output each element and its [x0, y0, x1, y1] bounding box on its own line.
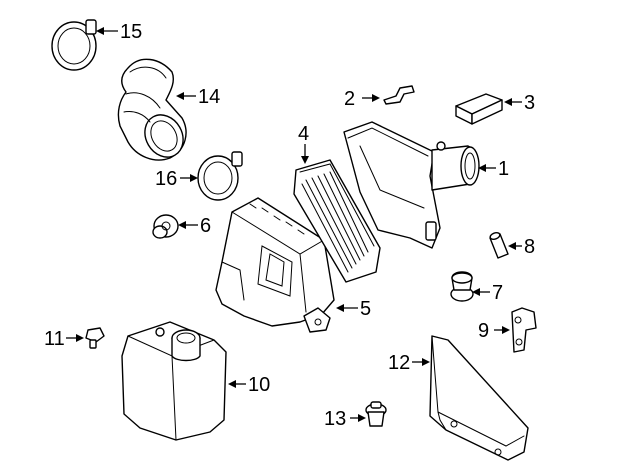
callout-1-label: 1 — [498, 158, 509, 180]
callout-7: 7 — [472, 282, 503, 304]
callout-10: 10 — [228, 374, 270, 396]
callout-1: 1 — [478, 158, 509, 180]
part-8-plug[interactable] — [489, 231, 509, 259]
callout-2: 2 — [344, 88, 380, 110]
part-2-bracket[interactable] — [383, 85, 415, 105]
part-6-grommet[interactable] — [152, 214, 179, 239]
callout-2-label: 2 — [344, 88, 355, 110]
callout-16: 16 — [155, 168, 198, 190]
callout-16-label: 16 — [155, 168, 177, 190]
part-10-resonator[interactable] — [121, 321, 227, 441]
callout-10-label: 10 — [248, 374, 270, 396]
part-16-hose-clamp[interactable] — [197, 151, 243, 201]
callout-14: 14 — [176, 86, 220, 108]
part-11-push-clip[interactable] — [85, 327, 105, 349]
part-3-block[interactable] — [455, 93, 503, 125]
callout-12-label: 12 — [388, 352, 410, 374]
part-14-intake-duct[interactable] — [117, 58, 190, 164]
callout-13: 13 — [324, 408, 366, 430]
part-1-upper-cover[interactable] — [343, 121, 480, 249]
part-12-air-guide[interactable] — [429, 335, 529, 461]
part-13-push-clip[interactable] — [365, 401, 387, 427]
callout-3-label: 3 — [524, 92, 535, 114]
part-9-bracket[interactable] — [511, 307, 537, 353]
callout-9: 9 — [478, 320, 510, 342]
callout-15: 15 — [96, 21, 142, 43]
callout-4-label: 4 — [298, 123, 309, 145]
callout-8: 8 — [508, 236, 535, 258]
part-4-air-filter[interactable] — [293, 159, 381, 283]
part-5-lower-case[interactable] — [215, 197, 335, 333]
callout-14-label: 14 — [198, 86, 220, 108]
callout-13-label: 13 — [324, 408, 346, 430]
callout-5: 5 — [336, 298, 371, 320]
callout-11-label: 11 — [44, 328, 65, 350]
callout-7-label: 7 — [492, 282, 503, 304]
callout-6: 6 — [178, 215, 211, 237]
callout-6-label: 6 — [200, 215, 211, 237]
callout-4: 4 — [298, 123, 309, 164]
callout-3: 3 — [504, 92, 535, 114]
callout-15-label: 15 — [120, 21, 142, 43]
part-7-mount[interactable] — [450, 271, 474, 302]
callout-5-label: 5 — [360, 298, 371, 320]
callout-12: 12 — [388, 352, 430, 374]
callout-9-label: 9 — [478, 320, 489, 342]
callout-11: 11 — [44, 328, 84, 350]
callout-8-label: 8 — [524, 236, 535, 258]
part-15-hose-clamp[interactable] — [51, 19, 97, 71]
